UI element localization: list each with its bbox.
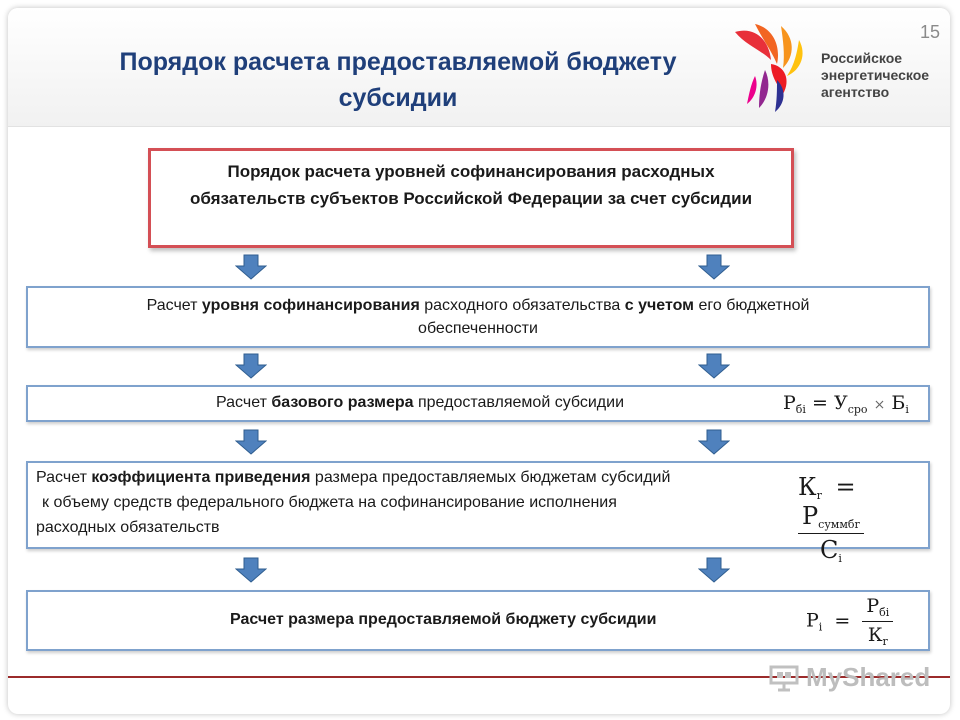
step2-box: Расчет базового размера предоставляемой … (26, 385, 930, 422)
step3-box: Расчет коэффициента приведения размера п… (26, 461, 930, 565)
formula-op: × (873, 397, 886, 413)
down-arrow-icon (235, 254, 267, 280)
formula-a: У (833, 392, 848, 414)
formula-lhs: К (798, 473, 817, 501)
step1-box: Расчет уровня софинансирования расходног… (26, 286, 930, 348)
page-title: Порядок расчета предоставляемой бюджету … (38, 44, 758, 116)
formula-fraction: Рсуммбr Сi (798, 502, 864, 565)
watermark-text: MyShared (806, 662, 931, 692)
formula-num-sub: суммбr (818, 518, 860, 531)
down-arrow-icon (698, 557, 730, 583)
down-arrow-icon (698, 353, 730, 379)
footer-divider (8, 676, 950, 678)
formula-num: Р (802, 502, 819, 530)
formula-lhs: Р (806, 609, 819, 632)
formula-denominator: Кr (862, 622, 893, 648)
formula-den-sub: r (882, 635, 888, 648)
down-arrow-icon (698, 429, 730, 455)
page-title-line2: субсидии (338, 84, 458, 112)
step2-text-bold: базового размера (271, 394, 414, 411)
formula-eq: = (835, 473, 856, 501)
slide: Порядок расчета предоставляемой бюджету … (8, 8, 950, 714)
formula-den: К (867, 624, 883, 646)
formula-lhs-sub: r (816, 489, 822, 502)
step3-line3: расходных обязательств (36, 519, 220, 536)
step3-line2: к объему средств федерального бюджета на… (42, 494, 617, 511)
formula-b-sub: i (905, 403, 909, 416)
step1-line1: Расчет уровня софинансирования расходног… (38, 294, 918, 317)
logo-text-line1: Российское (821, 50, 903, 66)
presentation-icon (769, 665, 799, 692)
step3-line1: Расчет коэффициента приведения размера п… (36, 469, 670, 487)
formula-den-sub: i (838, 552, 842, 565)
top-box: Порядок расчета уровней софинансирования… (148, 148, 794, 248)
formula-num-sub: бi (879, 606, 890, 619)
step2-formula: Рбi = Усро × Бi (783, 392, 909, 416)
logo-text: Российское энергетическое агентство (821, 50, 929, 101)
step2-text: Расчет базового размера предоставляемой … (216, 394, 624, 412)
step4-formula: Рi = Рбi Кr (806, 595, 894, 648)
formula-lhs-sub: i (818, 620, 823, 634)
formula-eq: = (811, 392, 828, 414)
step2-text-pre: Расчет (216, 394, 272, 411)
step3-text-bold: коэффициента приведения (91, 469, 311, 486)
step3-text-pre: Расчет (36, 469, 92, 486)
down-arrow-icon (235, 557, 267, 583)
formula-denominator: Сi (798, 534, 864, 565)
formula-den: С (819, 536, 839, 564)
slide-number: 15 (919, 22, 940, 42)
formula-lhs-sub: бi (795, 403, 806, 416)
step1-text-pre: Расчет (146, 297, 202, 314)
formula-numerator: Рбi (862, 595, 894, 622)
formula-num: Р (866, 595, 880, 617)
step3-formula: Кr = Рсуммбr Сi (798, 473, 928, 565)
step1-text-bold2: с учетом (624, 297, 695, 314)
step2-text-post: предоставляемой субсидии (413, 394, 625, 411)
logo-text-line2: энергетическое (821, 67, 930, 83)
formula-a-sub: сро (847, 403, 868, 416)
step1-text-mid: расходного обязательства (419, 297, 625, 314)
step1-text-bold1: уровня софинансирования (201, 297, 420, 314)
formula-numerator: Рсуммбr (798, 502, 864, 534)
formula-eq: = (834, 609, 851, 632)
step1-line2: обеспеченности (418, 320, 538, 337)
phoenix-logo-icon (735, 24, 803, 112)
formula-fraction: Рбi Кr (862, 595, 894, 648)
down-arrow-icon (698, 254, 730, 280)
formula-b: Б (891, 392, 906, 414)
down-arrow-icon (235, 429, 267, 455)
step1-text-post: его бюджетной (694, 297, 810, 314)
step3-text-post: размера предоставляемых бюджетам субсиди… (310, 469, 671, 486)
page-title-line1: Порядок расчета предоставляемой бюджету (119, 48, 677, 76)
logo: Российское энергетическое агентство (725, 20, 945, 116)
step4-label: Расчет размера предоставляемой бюджету с… (230, 611, 657, 628)
logo-text-line3: агентство (821, 84, 890, 100)
formula-lhs: Р (783, 392, 796, 414)
step4-box: Расчет размера предоставляемой бюджету с… (26, 590, 930, 651)
watermark: MyShared (768, 662, 938, 696)
down-arrow-icon (235, 353, 267, 379)
